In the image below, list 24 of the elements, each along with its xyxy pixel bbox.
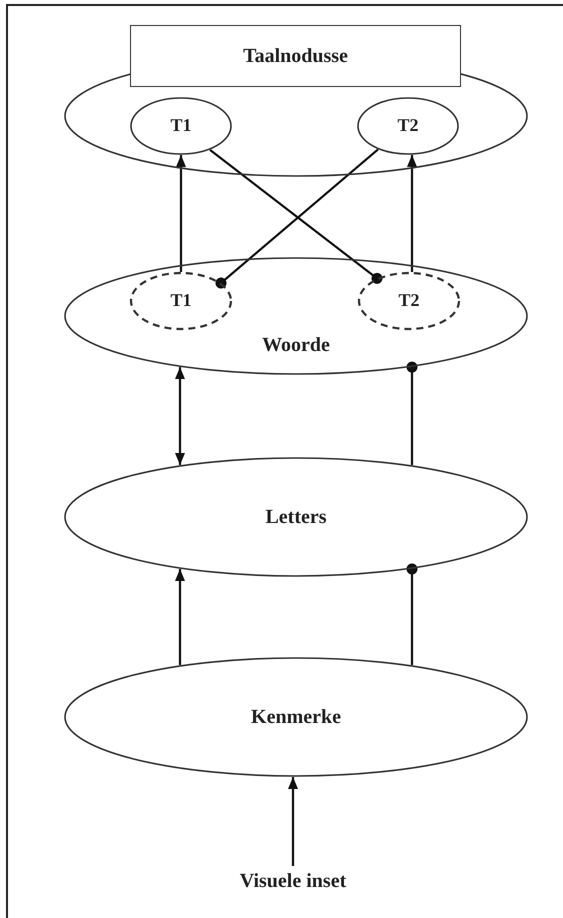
dashed-ellipse-node	[358, 272, 460, 330]
node-label: Kenmerke	[251, 706, 341, 728]
node-label: Visuele inset	[213, 866, 373, 896]
ellipse-node	[64, 457, 528, 577]
heading-box: Taalnodusse	[130, 25, 461, 87]
ellipse-node	[64, 657, 528, 777]
arrow	[176, 155, 186, 272]
node-label: T2	[398, 116, 418, 136]
arrow	[407, 154, 417, 272]
node-label: T1	[170, 291, 192, 311]
node-label: T2	[398, 291, 420, 311]
ellipse-node	[64, 25, 528, 177]
node-label: Woorde	[262, 334, 330, 356]
arrow	[175, 367, 185, 466]
dashed-ellipse-node	[130, 272, 232, 330]
inhibition-line	[406, 563, 418, 666]
ellipse-node	[64, 257, 528, 375]
ellipse-node	[130, 97, 232, 155]
arrow	[175, 568, 185, 666]
arrow	[288, 777, 298, 866]
ellipse-node	[357, 97, 459, 155]
node-label: Letters	[265, 506, 327, 528]
node-label: T1	[170, 116, 192, 136]
inhibition-line	[406, 362, 418, 466]
